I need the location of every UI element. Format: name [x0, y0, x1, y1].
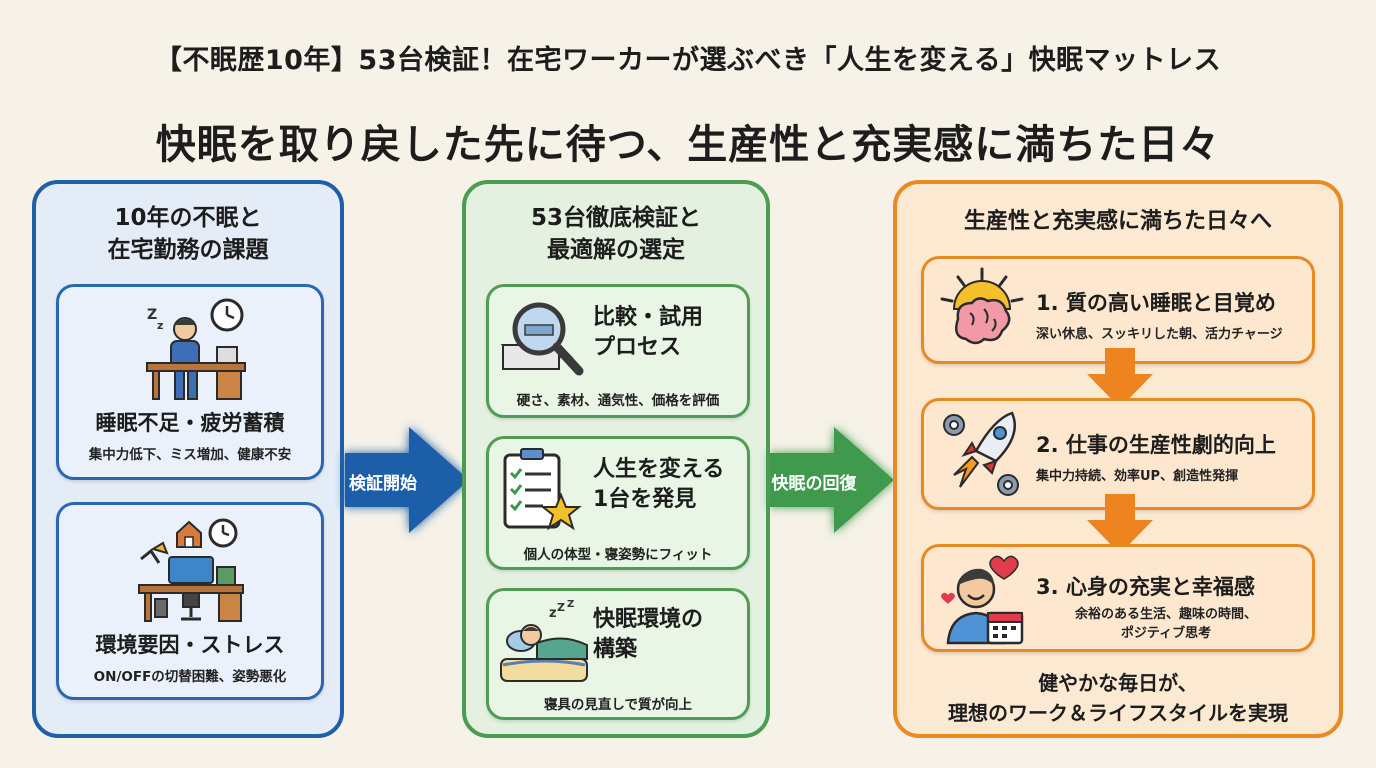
sleeping-person-icon: z Z Z — [500, 599, 588, 682]
card-life-changing-title: 人生を変える 1台を発見 — [593, 457, 725, 512]
magnifier-mattress-icon — [500, 302, 584, 376]
down-arrow-2 — [1087, 494, 1153, 554]
down-arrow-1 — [1087, 348, 1153, 408]
checklist-star-icon — [503, 448, 582, 531]
arrow-start-verification — [345, 427, 469, 533]
card-quality-sleep-title: 1. 質の高い睡眠と目覚め — [1036, 291, 1276, 315]
tired-worker-icon: Z z — [146, 298, 246, 400]
svg-text:Z: Z — [567, 599, 574, 610]
card-compare-trial-title: 比較・試用 プロセス — [593, 305, 704, 360]
card-sleep-environment-sub: 寝具の見直しで質が向上 — [543, 697, 693, 713]
card-environment-stress-title: 環境要因・ストレス — [95, 633, 285, 657]
card-fulfillment: 3. 心身の充実と幸福感 余裕のある生活、趣味の時間、 ポジティブ思考 — [921, 544, 1315, 652]
svg-text:z: z — [549, 606, 557, 621]
rocket-gears-icon — [943, 411, 1019, 496]
header-subtitle: 【不眠歴10年】53台検証！在宅ワーカーが選ぶべき「人生を変える」快眠マットレス — [154, 45, 1222, 76]
happy-person-calendar-icon — [941, 555, 1024, 645]
column-verification: 53台徹底検証と 最適解の選定 比較・試用 プロセス 硬さ、素材、通気性、価格を… — [462, 180, 770, 738]
column-results: 生産性と充実感に満ちた日々へ 1. 質の高い睡眠と目覚め 深い休息、スッキリした… — [893, 180, 1343, 738]
column-results-footer: 健やかな毎日が、 理想のワーク＆ライフスタイルを実現 — [948, 671, 1288, 725]
card-sleep-environment: z Z Z 快眠環境の 構築 寝具の見直しで質が向上 — [486, 588, 750, 720]
svg-text:z: z — [157, 319, 163, 332]
arrow-sleep-recovery-label: 快眠の回復 — [771, 474, 857, 494]
column-problems-heading: 10年の不眠と 在宅勤務の課題 — [107, 205, 269, 263]
card-fulfillment-sub: 余裕のある生活、趣味の時間、 ポジティブ思考 — [1074, 607, 1257, 641]
page-title: 快眠を取り戻した先に待つ、生産性と充実感に満ちた日々 — [155, 122, 1221, 168]
card-productivity-sub: 集中力持続、効率UP、創造性発揮 — [1036, 469, 1239, 484]
card-sleep-deprivation-sub: 集中力低下、ミス増加、健康不安 — [88, 447, 292, 463]
brain-sun-icon — [940, 267, 1024, 345]
card-life-changing-sub: 個人の体型・寝姿勢にフィット — [523, 547, 713, 563]
column-problems: 10年の不眠と 在宅勤務の課題 Z z 睡眠不足・疲労蓄積 集中力低下、ミス増加… — [32, 180, 344, 738]
card-productivity-title: 2. 仕事の生産性劇的向上 — [1036, 433, 1276, 457]
home-office-icon — [138, 518, 244, 622]
column-verification-heading: 53台徹底検証と 最適解の選定 — [530, 205, 701, 263]
card-sleep-deprivation-title: 睡眠不足・疲労蓄積 — [95, 411, 285, 435]
card-life-changing: 人生を変える 1台を発見 個人の体型・寝姿勢にフィット — [486, 436, 750, 570]
arrow-start-verification-label: 検証開始 — [349, 474, 417, 494]
arrow-sleep-recovery — [770, 427, 894, 533]
card-quality-sleep-sub: 深い休息、スッキリした朝、活力チャージ — [1036, 327, 1283, 342]
card-environment-stress: 環境要因・ストレス ON/OFFの切替困難、姿勢悪化 — [56, 502, 324, 700]
card-sleep-deprivation: Z z 睡眠不足・疲労蓄積 集中力低下、ミス増加、健康不安 — [56, 284, 324, 480]
svg-text:Z: Z — [147, 307, 157, 323]
svg-text:Z: Z — [557, 601, 565, 614]
card-environment-stress-sub: ON/OFFの切替困難、姿勢悪化 — [93, 669, 287, 685]
card-compare-trial-sub: 硬さ、素材、通気性、価格を評価 — [516, 393, 720, 409]
card-fulfillment-title: 3. 心身の充実と幸福感 — [1036, 575, 1255, 599]
card-sleep-environment-title: 快眠環境の 構築 — [593, 607, 704, 662]
card-compare-trial: 比較・試用 プロセス 硬さ、素材、通気性、価格を評価 — [486, 284, 750, 418]
column-results-heading: 生産性と充実感に満ちた日々へ — [963, 209, 1272, 234]
